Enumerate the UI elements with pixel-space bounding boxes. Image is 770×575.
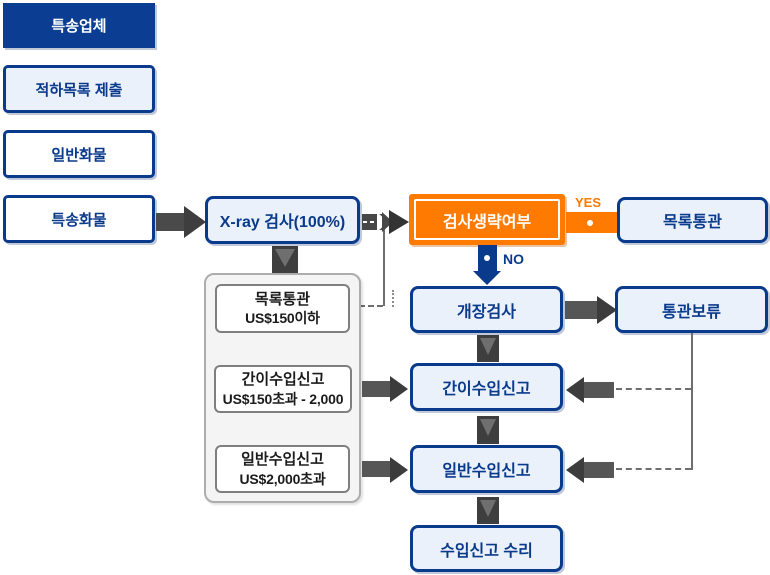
arrow-simplified-down	[477, 416, 499, 444]
criteria-list-clearance-title: 목록통관	[254, 290, 311, 308]
open-inspection-box: 개장검사	[410, 286, 563, 333]
arrow-open-down	[477, 335, 499, 362]
criteria-general-range: US$2,000초과	[239, 470, 326, 487]
connector-criteria-vertical	[383, 226, 385, 306]
criteria-simplified-range: US$150초과 - 2,000	[222, 390, 344, 407]
arrow-hold-to-simplified-body	[584, 382, 614, 398]
express-cargo-box: 특송화물	[3, 195, 155, 243]
no-arrow-dot	[484, 255, 490, 261]
criteria-simplified-title: 간이수입신고	[241, 371, 325, 389]
double-chevron-arrow-icon	[362, 210, 409, 234]
arrow-no-head	[473, 271, 501, 285]
arrow-express-to-xray-body	[156, 213, 184, 231]
yes-label: YES	[574, 195, 601, 210]
hold-to-simplified-dash	[616, 388, 691, 390]
criteria-simplified-declaration: 간이수입신고 US$150초과 - 2,000	[214, 365, 352, 413]
yes-arrow-dot	[587, 220, 593, 226]
criteria-general-title: 일반수입신고	[241, 451, 324, 469]
no-label: NO	[503, 251, 524, 267]
arrow-xray-down	[272, 246, 298, 273]
arrow-criteria-to-simplified-body	[362, 381, 390, 397]
criteria-list-clearance-range: US$150이하	[245, 310, 320, 327]
arrow-hold-to-general-head	[566, 457, 584, 483]
general-cargo-box: 일반화물	[3, 130, 155, 178]
arrow-general-down	[477, 497, 499, 524]
express-company-header: 특송업체	[3, 3, 155, 48]
arrow-criteria-to-general-head	[390, 457, 408, 483]
import-declaration-acceptance-box: 수입신고 수리	[410, 525, 563, 572]
hold-feedback-vertical-line	[691, 333, 693, 470]
list-clearance-box: 목록통관	[617, 197, 768, 243]
xray-inspection-box: X-ray 검사(100%)	[205, 196, 360, 244]
arrow-express-to-xray-head	[184, 206, 206, 238]
arrow-open-to-hold-body	[565, 301, 597, 319]
arrow-yes	[566, 212, 617, 233]
arrow-criteria-to-general-body	[362, 461, 390, 477]
criteria-list-clearance: 목록통관 US$150이하	[215, 284, 350, 333]
connector-criteria-dash	[350, 305, 383, 307]
criteria-general-declaration: 일반수입신고 US$2,000초과	[215, 445, 350, 493]
arrow-xray-to-decision	[362, 210, 409, 234]
arrow-no	[478, 245, 497, 272]
arrow-open-to-hold-head	[597, 296, 617, 324]
arrow-hold-to-simplified-head	[566, 377, 584, 403]
inspection-skip-decision-box: 검사생략여부	[409, 194, 565, 245]
arrow-criteria-to-simplified-head	[390, 376, 408, 402]
clearance-hold-box: 통관보류	[615, 286, 768, 333]
general-import-declaration-box: 일반수입신고	[410, 445, 563, 493]
simplified-import-declaration-box: 간이수입신고	[410, 363, 563, 411]
manifest-submission-box: 적하목록 제출	[3, 65, 155, 113]
arrow-hold-to-general-body	[584, 462, 614, 478]
hold-to-general-dash	[616, 468, 691, 470]
connector-criteria-dotted-stub	[392, 290, 394, 307]
